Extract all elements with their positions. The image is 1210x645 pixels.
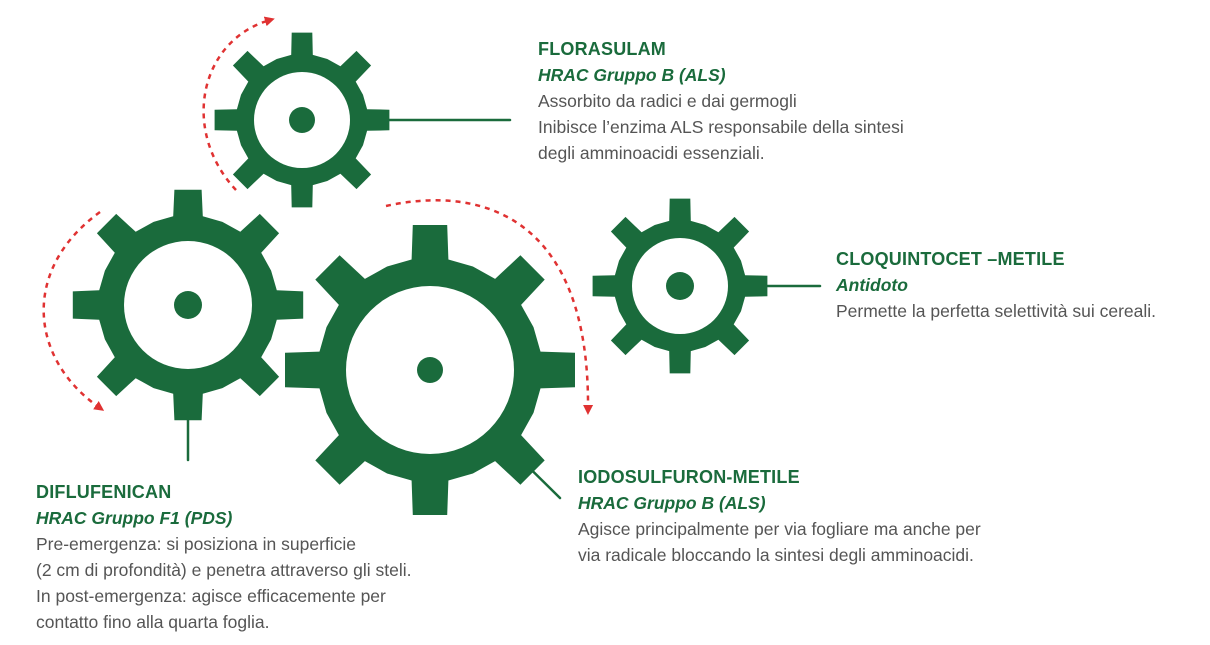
cloquintocet-gear (592, 198, 768, 374)
cloquintocet-title: CLOQUINTOCET –METILE (836, 249, 1065, 269)
florasulam-label: FLORASULAM HRAC Gruppo B (ALS) Assorbito… (538, 36, 904, 166)
florasulam-desc-3: degli amminoacidi essenziali. (538, 143, 765, 163)
gear-hub (417, 357, 443, 383)
diflufenican-title: DIFLUFENICAN (36, 482, 172, 502)
cloquintocet-label: CLOQUINTOCET –METILE Antidoto Permette l… (836, 246, 1156, 324)
iodosulfuron-group: HRAC Gruppo B (ALS) (578, 493, 766, 513)
rotation-arrow-diflufenican (42, 210, 105, 411)
iodosulfuron-desc-2: via radicale bloccando la sintesi degli … (578, 545, 974, 565)
cloquintocet-group: Antidoto (836, 275, 908, 295)
diflufenican-group: HRAC Gruppo F1 (PDS) (36, 508, 233, 528)
gear-hub (666, 272, 694, 300)
diflufenican-gear (72, 189, 304, 421)
florasulam-group: HRAC Gruppo B (ALS) (538, 65, 726, 85)
iodosulfuron-label: IODOSULFURON-METILE HRAC Gruppo B (ALS) … (578, 464, 981, 568)
rotation-arrow-florasulam (202, 16, 275, 191)
diflufenican-label: DIFLUFENICAN HRAC Gruppo F1 (PDS) Pre-em… (36, 479, 411, 635)
florasulam-gear (214, 32, 390, 208)
gear-hub (289, 107, 315, 133)
gear-hub (174, 291, 202, 319)
iodosulfuron-title: IODOSULFURON-METILE (578, 467, 800, 487)
rotation-arrow-iodosulfuron (385, 199, 594, 415)
cloquintocet-desc-1: Permette la perfetta selettività sui cer… (836, 301, 1157, 321)
diflufenican-desc-3: In post-emergenza: agisce efficacemente … (36, 586, 386, 606)
florasulam-desc-1: Assorbito da radici e dai germogli (538, 91, 797, 111)
diflufenican-desc-4: contatto fino alla quarta foglia. (36, 612, 270, 632)
diflufenican-desc-2: (2 cm di profondità) e penetra attravers… (36, 560, 412, 580)
iodosulfuron-gear (285, 225, 575, 515)
florasulam-desc-2: Inibisce l’enzima ALS responsabile della… (538, 117, 904, 137)
florasulam-title: FLORASULAM (538, 39, 666, 59)
diflufenican-desc-1: Pre-emergenza: si posiziona in superfici… (36, 534, 357, 554)
iodosulfuron-desc-1: Agisce principalmente per via fogliare m… (578, 519, 981, 539)
